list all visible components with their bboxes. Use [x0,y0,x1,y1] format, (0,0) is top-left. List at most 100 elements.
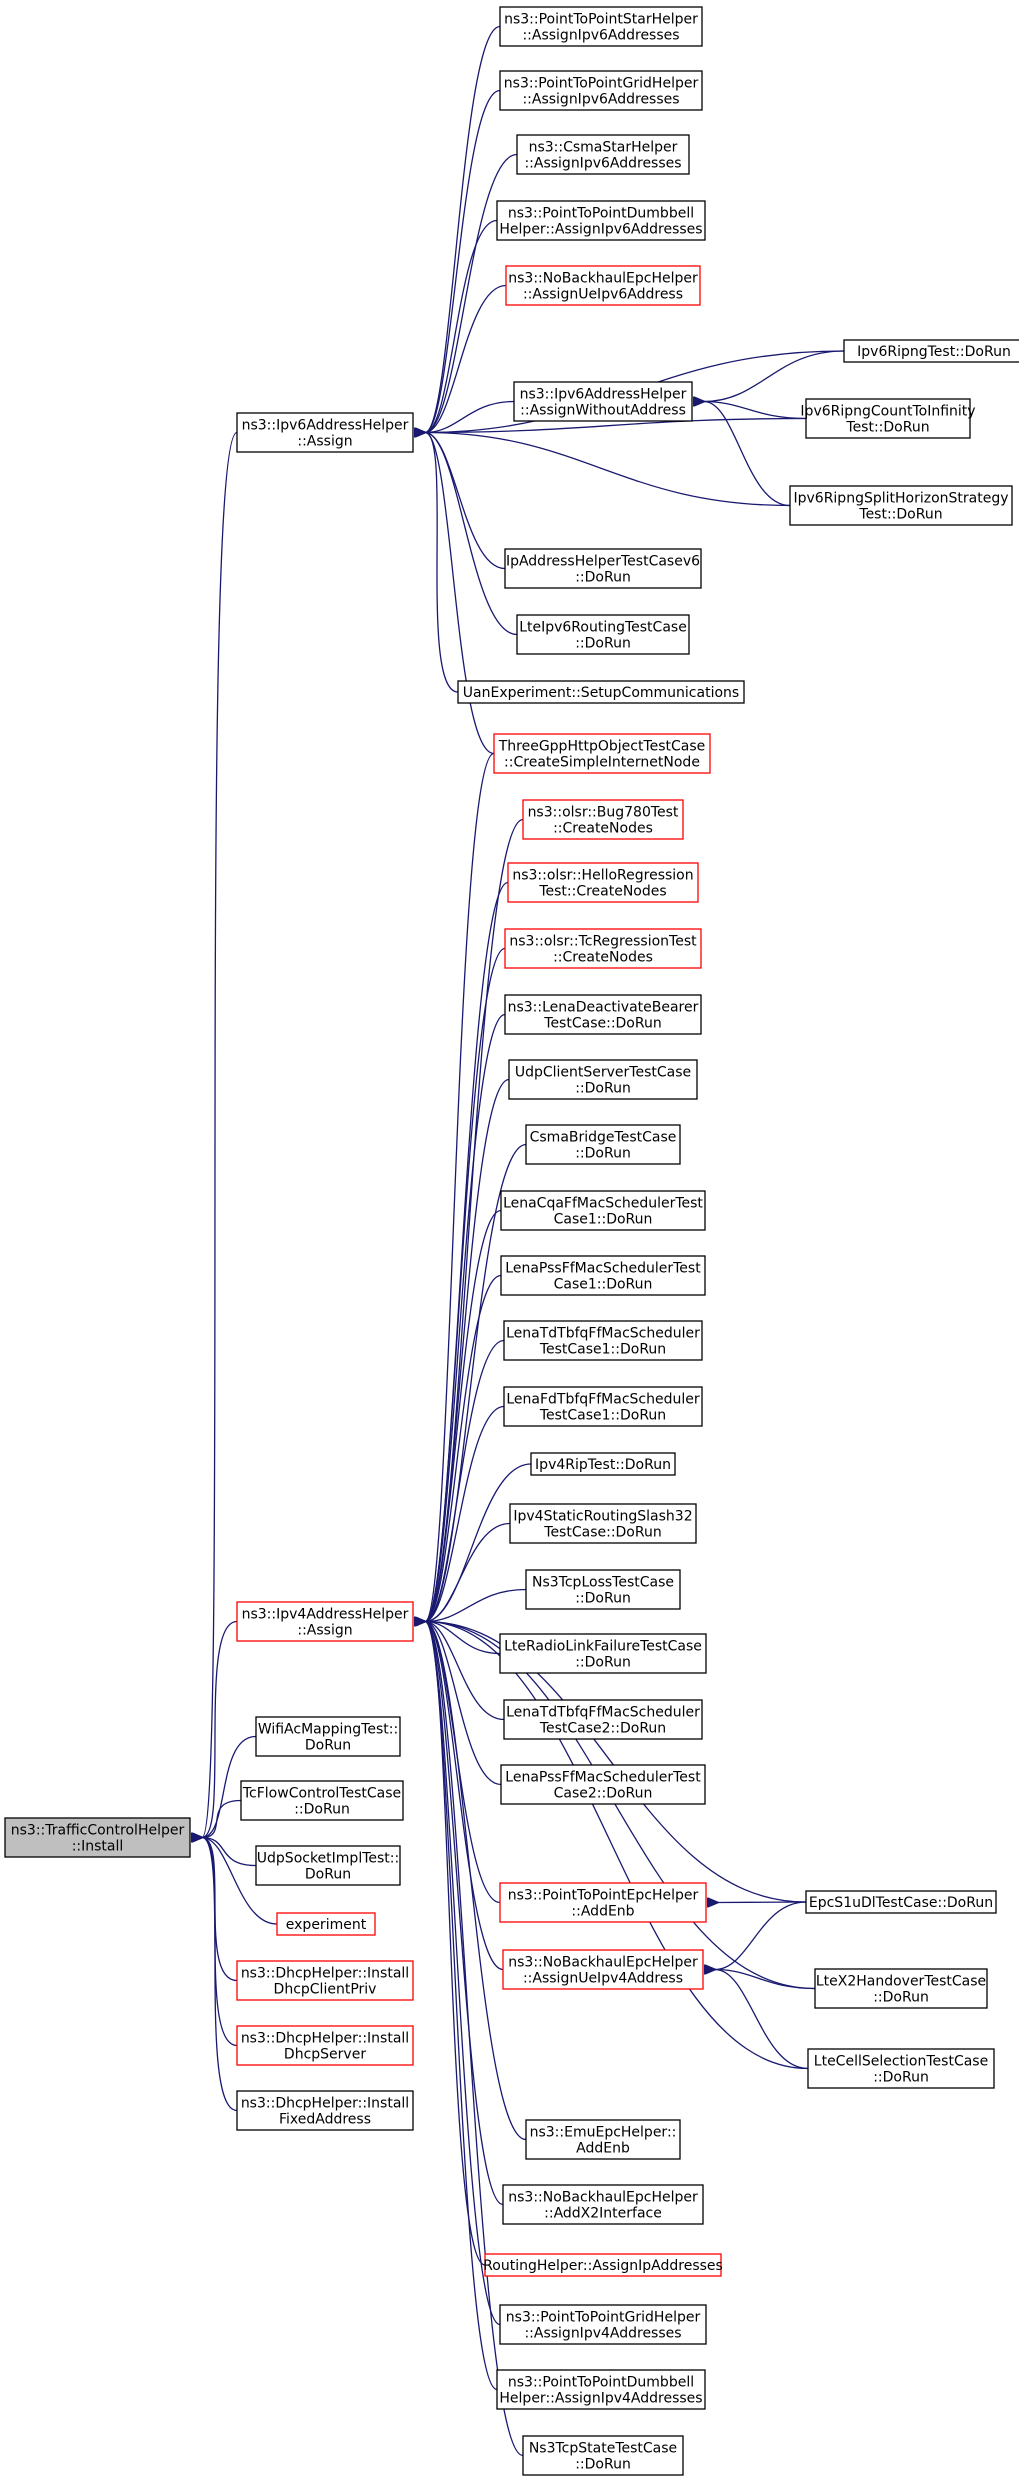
node-nobackhaulx2[interactable]: ns3::NoBackhaulEpcHelper::AddX2Interface [502,2184,704,2225]
node-label-line: ::DoRun [575,1655,631,1671]
node-label-line: LenaFdTbfqFfMacScheduler [506,1392,699,1408]
node-box [4,1817,191,1858]
node-p2pdumb4[interactable]: ns3::PointToPointDumbbellHelper::AssignI… [496,2369,706,2410]
node-label-line: UdpClientServerTestCase [515,1065,691,1081]
node-threegpp[interactable]: ThreeGppHttpObjectTestCase::CreateSimple… [493,733,711,774]
node-label-line: ::Install [72,1839,124,1855]
node-label-line: ns3::PointToPointGridHelper [506,2310,701,2326]
node-label-line: FixedAddress [279,2112,371,2128]
node-p2pepc[interactable]: ns3::PointToPointEpcHelper::AddEnb [499,1882,707,1923]
node-label-line: LenaTdTbfqFfMacScheduler [506,1705,700,1721]
node-olsrtc[interactable]: ns3::olsr::TcRegressionTest::CreateNodes [504,928,702,969]
node-uanexp[interactable]: UanExperiment::SetupCommunications [457,680,745,704]
node-ltecell[interactable]: LteCellSelectionTestCase::DoRun [807,2048,995,2089]
node-p2pgrid6[interactable]: ns3::PointToPointGridHelper::AssignIpv6A… [499,70,703,111]
node-emuepc[interactable]: ns3::EmuEpcHelper::AddEnb [525,2119,681,2160]
node-label-line: ::Assign [297,434,352,450]
node-tcflow[interactable]: TcFlowControlTestCase::DoRun [240,1780,404,1821]
edge-uanexp-to-ipv6assign [425,433,459,693]
node-ipv6assign[interactable]: ns3::Ipv6AddressHelper::Assign [236,412,414,453]
node-ns3tcpstate[interactable]: Ns3TcpStateTestCase::DoRun [522,2435,684,2476]
edge-lenapss2-to-ipv4assign [425,1622,502,1786]
node-p2pstar6[interactable]: ns3::PointToPointStarHelper::AssignIpv6A… [499,6,703,47]
node-ipaddrv6[interactable]: IpAddressHelperTestCasev6::DoRun [504,548,702,589]
node-box [843,339,1019,363]
edge-emuepc-to-ipv4assign [425,1622,527,2141]
node-csmabridge[interactable]: CsmaBridgeTestCase::DoRun [525,1124,681,1165]
node-box [484,2253,722,2277]
node-label-line: ns3::NoBackhaulEpcHelper [508,2190,698,2206]
node-routinghelper[interactable]: RoutingHelper::AssignIpAddresses [483,2253,723,2277]
node-label-line: Test::CreateNodes [538,884,666,900]
node-label-line: AddEnb [576,2141,630,2157]
node-ltex2[interactable]: LteX2HandoverTestCase::DoRun [814,1968,988,2009]
edge-ipv4assign-to-root [202,1620,238,1838]
node-ns3tcploss[interactable]: Ns3TcpLossTestCase::DoRun [525,1569,681,1610]
node-lteipv6[interactable]: LteIpv6RoutingTestCase::DoRun [516,614,690,655]
node-root[interactable]: ns3::TrafficControlHelper::Install [4,1817,191,1858]
node-experiment[interactable]: experiment [276,1912,376,1936]
node-olsrbug[interactable]: ns3::olsr::Bug780Test::CreateNodes [522,799,684,840]
node-label-line: Ipv6RipngTest::DoRun [857,344,1011,360]
edge-csmastar6-to-ipv6assign [425,153,518,433]
node-box [513,381,693,422]
node-label-line: Ipv6RipngSplitHorizonStrategy [793,491,1008,507]
node-label-line: Case1::DoRun [554,1212,653,1228]
node-ipv4rip[interactable]: Ipv4RipTest::DoRun [530,1452,676,1476]
edge-epcs1u-to-p2pepc [718,1902,807,1903]
node-label-line: ::AssignIpv6Addresses [522,92,679,108]
node-label-line: ns3::Ipv6AddressHelper [242,418,409,434]
node-label-line: ::DoRun [575,1081,631,1097]
node-ipv4assign[interactable]: ns3::Ipv4AddressHelper::Assign [236,1601,414,1642]
node-epcs1u[interactable]: EpcS1uDlTestCase::DoRun [805,1890,997,1914]
node-nobackhaul6[interactable]: ns3::NoBackhaulEpcHelper::AssignUeIpv6Ad… [505,265,701,306]
node-label-line: ns3::CsmaStarHelper [529,140,678,156]
node-box [457,680,745,704]
node-box [504,928,702,969]
node-p2pdumb6[interactable]: ns3::PointToPointDumbbellHelper::AssignI… [496,200,706,241]
node-label-line: DhcpServer [284,2047,366,2063]
node-wifiac[interactable]: WifiAcMappingTest::DoRun [255,1716,401,1757]
edge-ltex2-to-nobackhaul4 [715,1970,816,1990]
node-label-line: ns3::olsr::TcRegressionTest [509,934,697,950]
edge-lenatdtbfq2-to-ipv4assign [425,1622,505,1721]
node-lteradio[interactable]: LteRadioLinkFailureTestCase::DoRun [499,1633,707,1674]
node-udpsock[interactable]: UdpSocketImplTest::DoRun [255,1845,401,1886]
node-ripng[interactable]: Ipv6RipngTest::DoRun [843,339,1019,363]
edge-nobackhaulx2-to-ipv4assign [425,1622,504,2206]
node-box [496,200,706,241]
node-label-line: LteCellSelectionTestCase [814,2054,988,2070]
node-box [503,1699,703,1740]
node-label-line: Case1::DoRun [554,1277,653,1293]
node-label-line: ::AddX2Interface [544,2206,662,2222]
node-p2pgrid4[interactable]: ns3::PointToPointGridHelper::AssignIpv4A… [499,2304,707,2345]
node-csmastar6[interactable]: ns3::CsmaStarHelper::AssignIpv6Addresses [516,134,690,175]
node-label-line: Helper::AssignIpv6Addresses [499,222,702,238]
edge-experiment-to-root [202,1838,278,1925]
nodes-layer: ns3::TrafficControlHelper::Install ns3::I… [4,6,1019,2476]
edge-ripng-to-assignwithout [704,350,845,402]
edge-lenapss1-to-ipv4assign [425,1274,502,1622]
node-olsrhello[interactable]: ns3::olsr::HelloRegressionTest::CreateNo… [507,862,699,903]
node-label-line: TcFlowControlTestCase [242,1786,401,1802]
node-udpclient[interactable]: UdpClientServerTestCase::DoRun [508,1059,698,1100]
node-nobackhaul4[interactable]: ns3::NoBackhaulEpcHelper::AssignUeIpv4Ad… [502,1949,704,1990]
node-label-line: Ipv6RipngCountToInfinity [800,404,975,420]
node-label-line: Case2::DoRun [554,1786,653,1802]
node-box [493,733,711,774]
node-label-line: LteIpv6RoutingTestCase [519,620,687,636]
node-assignwithout[interactable]: ns3::Ipv6AddressHelper::AssignWithoutAdd… [513,381,693,422]
